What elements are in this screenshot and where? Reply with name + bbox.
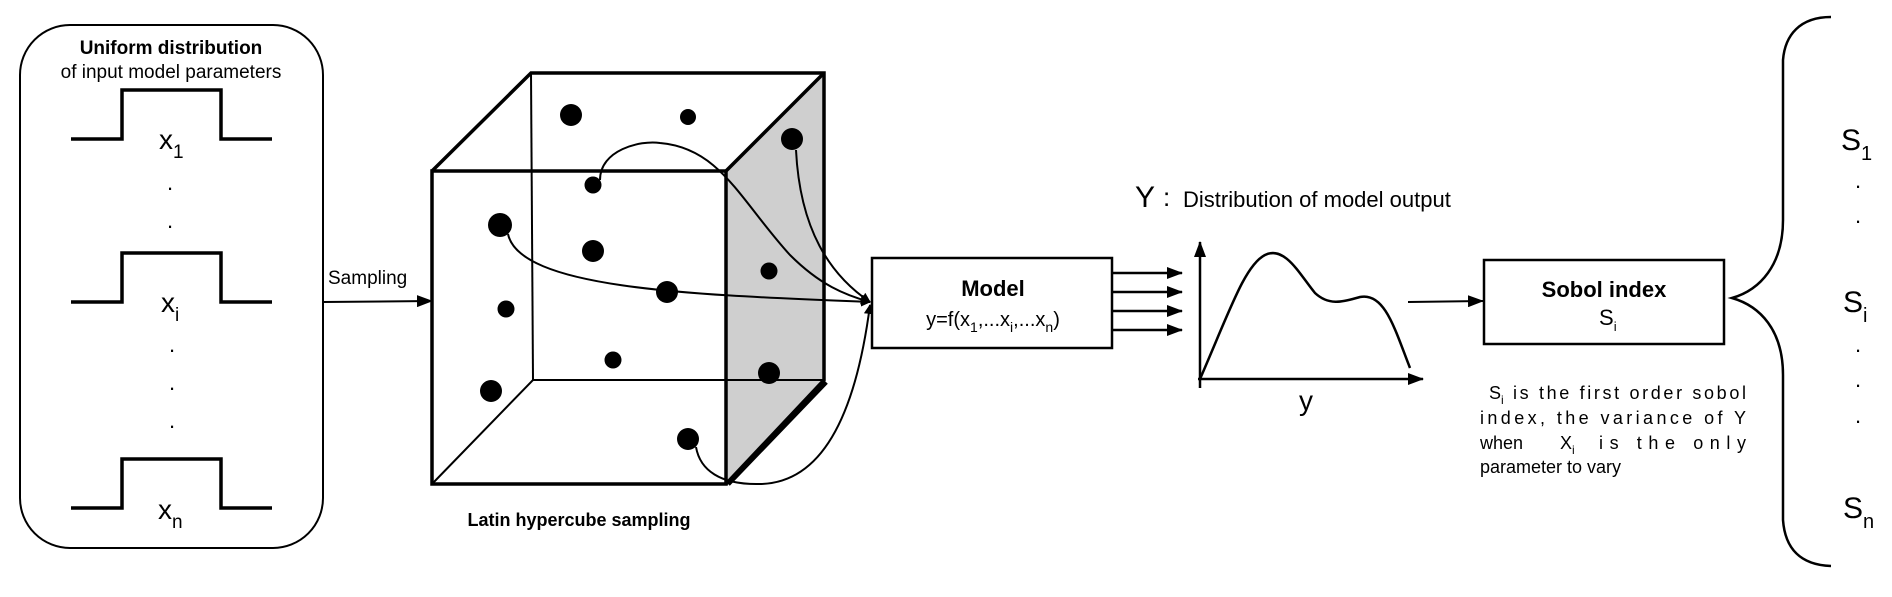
- model-output-arrows: [1112, 267, 1183, 336]
- panel-subtitle: of input model parameters: [61, 62, 282, 83]
- uniform-pdf-xi: [71, 251, 272, 304]
- output-distribution: Y : Distribution of model output y: [1135, 181, 1451, 416]
- cube-edge: [530, 72, 534, 381]
- sobol-title: Sobol index: [1542, 277, 1667, 302]
- sample-point: [604, 351, 622, 369]
- to-sobol-arrow: [1407, 295, 1484, 308]
- cube-edge: [726, 380, 828, 486]
- sample-point: [760, 262, 778, 280]
- sample-point: [656, 281, 678, 303]
- ellipsis-dot: .: [1855, 367, 1861, 392]
- note-line-4: parameter to vary: [1480, 457, 1621, 477]
- output-density-curve: [1198, 251, 1412, 380]
- sample-point: [680, 109, 696, 125]
- ellipsis-dot: .: [169, 408, 175, 433]
- sampling-arrow-line: [322, 295, 433, 308]
- ellipsis-dot: .: [169, 332, 175, 357]
- sample-curve: [795, 149, 871, 303]
- sobol-box-border: [1482, 258, 1726, 346]
- sample-point: [758, 362, 780, 384]
- sample-point: [677, 428, 699, 450]
- sample-points: [480, 104, 803, 450]
- sample-curve: [507, 233, 871, 307]
- model-box: Model y=f(x1,...xi,...xn): [870, 256, 1114, 350]
- hypercube-caption: Latin hypercube sampling: [467, 510, 690, 530]
- note-line-2: index, the variance of Y: [1480, 408, 1746, 428]
- ellipsis-dot: .: [167, 170, 173, 195]
- sampling-arrow: Sampling: [322, 268, 433, 308]
- sample-point: [781, 128, 803, 150]
- index-s1: S1: [1841, 124, 1872, 165]
- cube-edge: [431, 379, 534, 485]
- ellipsis-dot: .: [167, 208, 173, 233]
- sample-point: [497, 300, 515, 318]
- output-separator: :: [1163, 182, 1170, 212]
- sample-curve: [695, 304, 874, 486]
- input-parameters-panel: Uniform distribution of input model para…: [19, 24, 324, 549]
- latin-hypercube: Latin hypercube sampling: [430, 71, 874, 530]
- panel-title: Uniform distribution: [80, 38, 263, 59]
- output-title: Distribution of model output: [1183, 187, 1451, 212]
- uniform-pdf-x1: [71, 88, 272, 141]
- sobol-symbol: Si: [1599, 305, 1617, 334]
- panel-border: [19, 24, 324, 549]
- curly-brace: [1727, 15, 1832, 568]
- sample-curve: [599, 141, 871, 305]
- model-formula: y=f(x1,...xi,...xn): [926, 309, 1060, 335]
- cube-front-face: [430, 169, 728, 486]
- sample-point: [488, 213, 512, 237]
- ellipsis-dot: .: [1855, 168, 1861, 193]
- ellipsis-dot: .: [1855, 203, 1861, 228]
- sample-to-model-curves: [507, 141, 874, 486]
- x-axis-label: y: [1299, 385, 1313, 416]
- param-xn-label: xn: [158, 494, 183, 533]
- sampling-label: Sampling: [328, 268, 407, 289]
- uniform-pdf-xn: [71, 457, 272, 510]
- sample-point: [480, 380, 502, 402]
- cube-edge: [724, 71, 826, 173]
- sample-point: [560, 104, 582, 126]
- model-box-border: [870, 256, 1114, 350]
- cube-shaded-face: [726, 73, 824, 484]
- ellipsis-dot: .: [169, 370, 175, 395]
- index-sn: Sn: [1843, 492, 1874, 533]
- sample-point: [584, 176, 602, 194]
- ellipsis-dot: .: [1855, 403, 1861, 428]
- param-xi-label: xi: [161, 287, 179, 326]
- sobol-index-box: Sobol index Si: [1482, 258, 1726, 346]
- output-symbol: Y: [1135, 181, 1155, 214]
- sample-point: [582, 240, 604, 262]
- model-title: Model: [961, 276, 1025, 301]
- param-x1-label: x1: [159, 124, 184, 163]
- index-si: Si: [1843, 286, 1867, 327]
- indices-list: S1 . . Si . . . Sn: [1727, 15, 1874, 568]
- ellipsis-dot: .: [1855, 332, 1861, 357]
